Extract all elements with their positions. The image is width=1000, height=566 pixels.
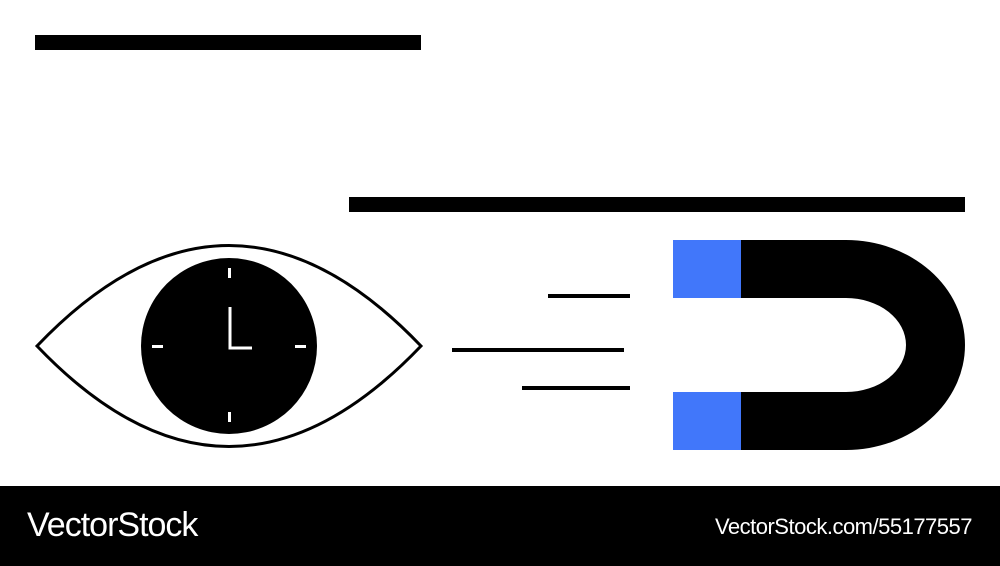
top-bar-decoration <box>35 35 421 50</box>
speed-lines-icon <box>452 294 630 390</box>
footer-bar: VectorStock VectorStock.com/55177557 <box>0 486 1000 566</box>
clock-icon <box>141 258 317 434</box>
eye-icon <box>34 244 424 448</box>
illustration <box>34 240 965 450</box>
brand-logo: VectorStock <box>27 506 198 544</box>
mid-bar-decoration <box>349 197 965 212</box>
magnet-pole-bottom <box>673 392 741 450</box>
image-url: VectorStock.com/55177557 <box>714 514 973 539</box>
magnet-pole-top <box>673 240 741 298</box>
magnet-icon <box>673 240 965 450</box>
